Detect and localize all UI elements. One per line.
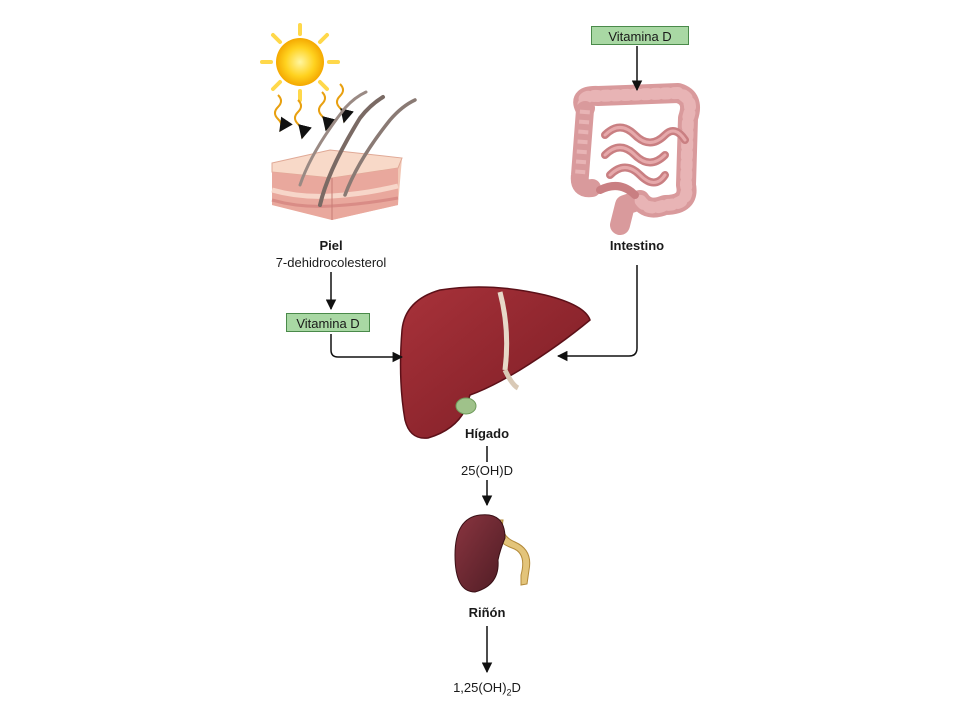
skin-label: Piel: [319, 238, 343, 253]
intestine-label: Intestino: [609, 238, 665, 253]
liver-illustration: [399, 286, 591, 439]
kidney-product-main: 1,25(OH): [453, 680, 507, 695]
kidney-illustration: [454, 514, 531, 593]
skin-illustration: [271, 90, 417, 220]
kidney-label: Riñón: [468, 605, 506, 620]
liver-label: Hígado: [464, 426, 510, 441]
kidney-product-tail: D: [511, 680, 521, 695]
kidney-product-subscript: 2: [506, 687, 512, 698]
intestine-illustration: [570, 83, 700, 235]
intestine-to-liver-arrow: [556, 265, 638, 362]
uv-rays-icon: [274, 83, 354, 140]
sun-icon: [260, 23, 340, 102]
vitamin-d-box-top: Vitamina D: [591, 26, 689, 45]
liver-product-label: 25(OH)D: [460, 463, 513, 478]
vitamin-to-liver-arrow-left: [330, 334, 404, 363]
kidney-product-label: 1,25(OH)2D: [417, 680, 557, 698]
vitamin-d-box-left: Vitamina D: [286, 313, 370, 332]
skin-precursor-label: 7-dehidrocolesterol: [275, 255, 387, 270]
